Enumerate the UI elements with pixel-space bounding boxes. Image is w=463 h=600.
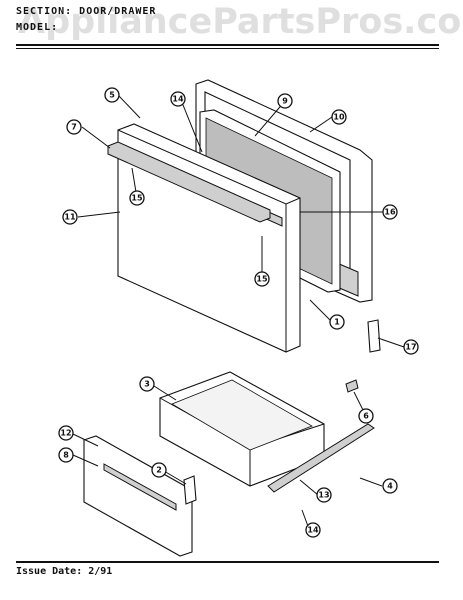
svg-text:3: 3 — [144, 380, 150, 389]
svg-text:5: 5 — [109, 91, 115, 100]
page-header: AppliancePartsPros.com SECTION: DOOR/DRA… — [0, 0, 463, 60]
header-rule-thin — [16, 48, 439, 49]
callout-16: 16 — [382, 204, 398, 220]
callout-12: 12 — [58, 425, 74, 441]
callout-8: 8 — [58, 447, 74, 463]
svg-text:14: 14 — [307, 526, 319, 535]
callout-15-bottom: 15 — [254, 271, 270, 287]
svg-text:11: 11 — [64, 213, 76, 222]
callout-7: 7 — [66, 119, 82, 135]
callout-6: 6 — [358, 408, 374, 424]
section-title: SECTION: DOOR/DRAWER — [16, 6, 157, 17]
issue-date: Issue Date: 2/91 — [16, 566, 113, 577]
door-handle — [107, 141, 271, 223]
callout-3: 3 — [139, 376, 155, 392]
svg-text:4: 4 — [387, 482, 393, 491]
drawer-bracket — [183, 475, 197, 505]
svg-text:16: 16 — [384, 208, 396, 217]
leader-lines — [72, 94, 405, 530]
svg-text:17: 17 — [405, 343, 416, 352]
callout-10: 10 — [331, 109, 347, 125]
drawer-rail — [267, 423, 375, 493]
callout-14-top: 14 — [170, 91, 186, 107]
svg-text:8: 8 — [63, 451, 69, 460]
callout-1: 1 — [329, 314, 345, 330]
callout-17: 17 — [403, 339, 419, 355]
door-hinge — [367, 319, 381, 353]
callout-5: 5 — [104, 87, 120, 103]
callout-4: 4 — [382, 478, 398, 494]
callout-15-top: 15 — [129, 190, 145, 206]
watermark: AppliancePartsPros.com — [18, 2, 463, 42]
svg-text:15: 15 — [256, 275, 268, 284]
svg-text:6: 6 — [363, 412, 369, 421]
callout-2: 2 — [151, 462, 167, 478]
callout-9: 9 — [277, 93, 293, 109]
svg-text:12: 12 — [60, 429, 71, 438]
screw-part — [345, 379, 359, 393]
svg-text:7: 7 — [71, 123, 77, 132]
header-rule — [16, 44, 439, 46]
model-title: MODEL: — [16, 22, 59, 33]
callout-13: 13 — [316, 487, 332, 503]
drawer-front — [83, 435, 193, 557]
svg-text:10: 10 — [333, 113, 345, 122]
svg-text:1: 1 — [334, 318, 340, 327]
svg-text:13: 13 — [318, 491, 329, 500]
svg-text:15: 15 — [131, 194, 143, 203]
svg-text:9: 9 — [282, 97, 288, 106]
drawer-body — [159, 371, 325, 487]
callout-14-bottom: 14 — [305, 522, 321, 538]
footer-rule — [16, 561, 439, 563]
svg-text:2: 2 — [156, 466, 162, 475]
svg-text:14: 14 — [172, 95, 184, 104]
callout-11: 11 — [62, 209, 78, 225]
